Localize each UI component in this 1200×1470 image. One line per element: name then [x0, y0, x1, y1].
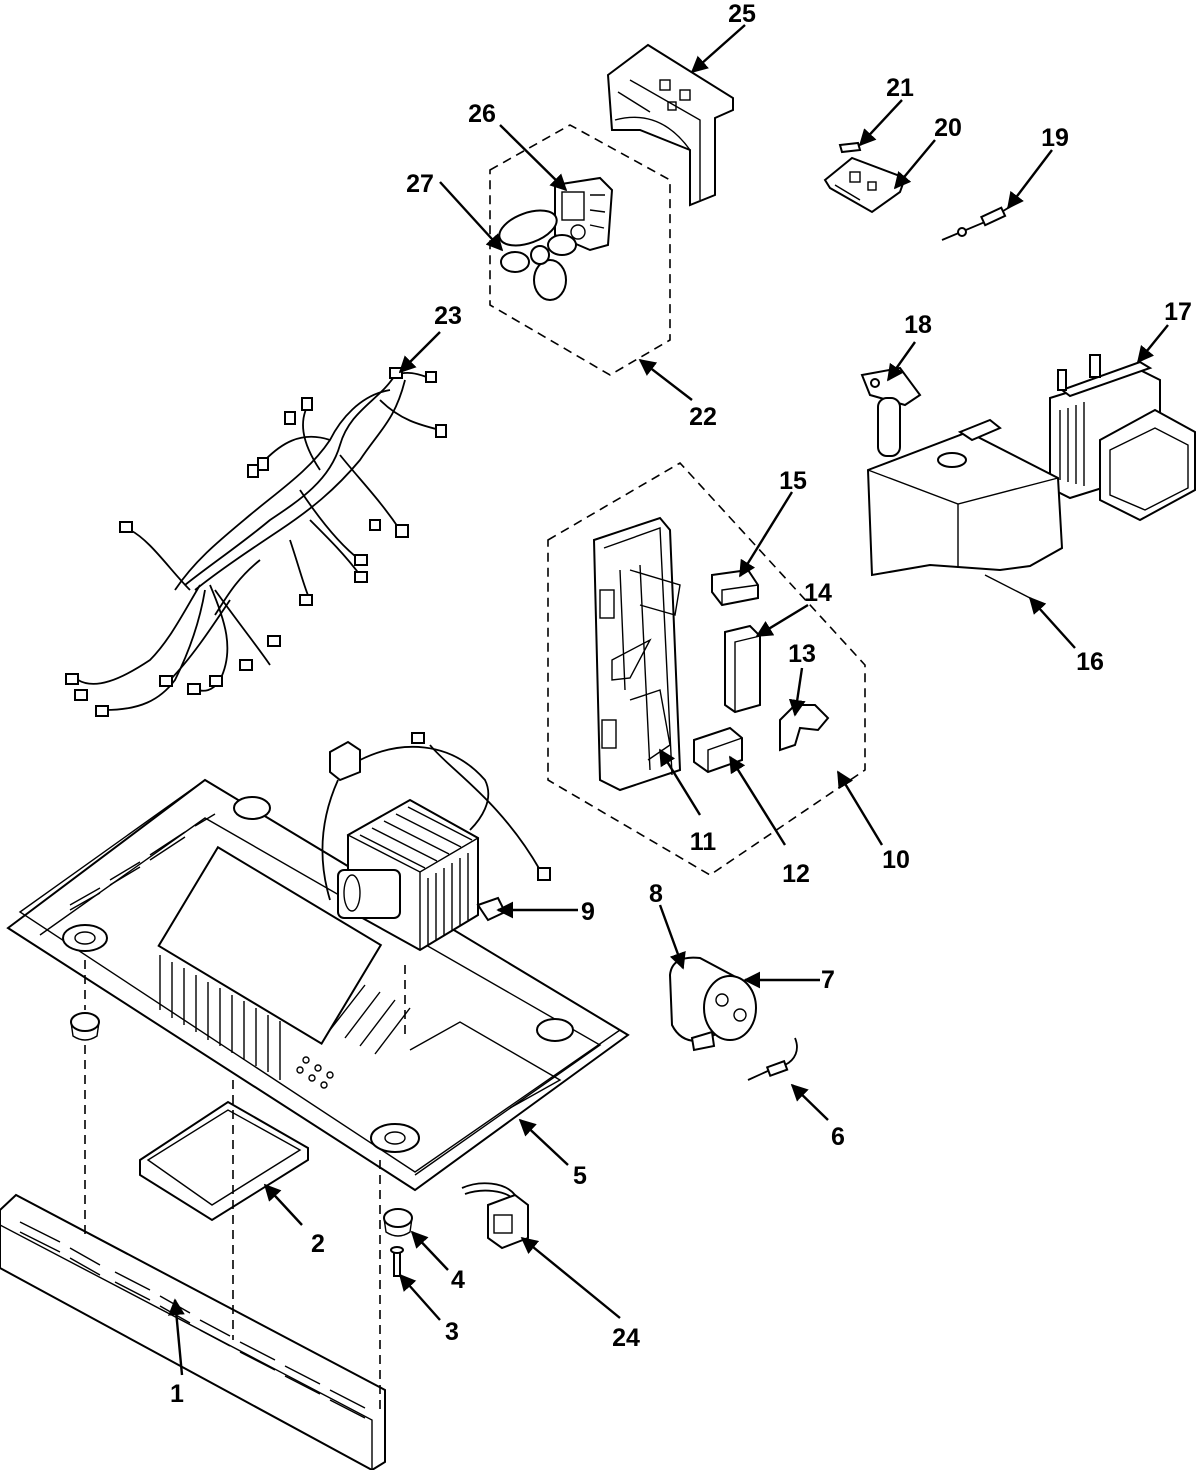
part-9-transformer: [321, 732, 551, 952]
foot-left: [70, 1012, 100, 1041]
part-26-fan-motor: [554, 176, 614, 252]
part-15-switch: [711, 568, 759, 607]
label-20: 20: [934, 114, 962, 142]
label-18: 18: [904, 311, 932, 339]
label-4: 4: [451, 1266, 465, 1294]
part-labels: 1 2 3 4 5 6 7 8 9 10 11 12 13 14 15 16 1…: [170, 0, 1192, 1408]
group-22-outline: [489, 124, 671, 376]
label-21: 21: [886, 74, 914, 102]
part-5-base-plate: [6, 778, 630, 1192]
part-6-diode: [747, 1037, 798, 1081]
label-14: 14: [804, 579, 832, 607]
part-25-fan-duct: [606, 43, 734, 207]
label-9: 9: [581, 898, 595, 926]
label-23: 23: [434, 302, 462, 330]
alignment-lines: [84, 960, 406, 1410]
label-7: 7: [821, 966, 835, 994]
label-16: 16: [1076, 648, 1104, 676]
label-24: 24: [612, 1324, 640, 1352]
label-22: 22: [689, 403, 717, 431]
part-1-grille: [0, 1193, 386, 1470]
label-1: 1: [170, 1380, 184, 1408]
part-7-capacitor: [668, 956, 757, 1052]
part-4-foot: [383, 1208, 413, 1237]
part-16-waveguide: [866, 418, 1064, 599]
label-11: 11: [690, 828, 717, 856]
part-14-switch: [724, 624, 761, 714]
part-27-fan-blade: [498, 209, 577, 301]
label-13: 13: [788, 640, 816, 668]
part-23-wire-harness: [65, 367, 447, 717]
part-13-lever: [779, 704, 830, 752]
label-2: 2: [311, 1230, 325, 1258]
label-8: 8: [649, 880, 663, 908]
part-24-fuse-holder: [461, 1182, 529, 1250]
label-6: 6: [831, 1123, 845, 1151]
part-19-fuse: [941, 201, 1019, 241]
group-10-outline: [547, 461, 866, 876]
label-15: 15: [779, 467, 807, 495]
label-17: 17: [1164, 298, 1192, 326]
part-2-tray: [139, 1100, 309, 1222]
label-3: 3: [445, 1318, 459, 1346]
label-12: 12: [782, 860, 810, 888]
label-5: 5: [573, 1162, 587, 1190]
part-10-latch-board: [592, 516, 682, 792]
label-19: 19: [1041, 124, 1069, 152]
part-18-thermal-cutoff: [860, 366, 922, 457]
part-17-magnetron: [1049, 354, 1196, 522]
label-26: 26: [468, 100, 496, 128]
label-27: 27: [406, 170, 434, 198]
part-20-control-board: [823, 156, 907, 214]
label-25: 25: [728, 0, 756, 28]
part-3-screw: [390, 1246, 404, 1277]
part-21-clip: [838, 141, 862, 154]
label-10: 10: [882, 846, 910, 874]
leader-arrows: [168, 24, 1169, 1376]
